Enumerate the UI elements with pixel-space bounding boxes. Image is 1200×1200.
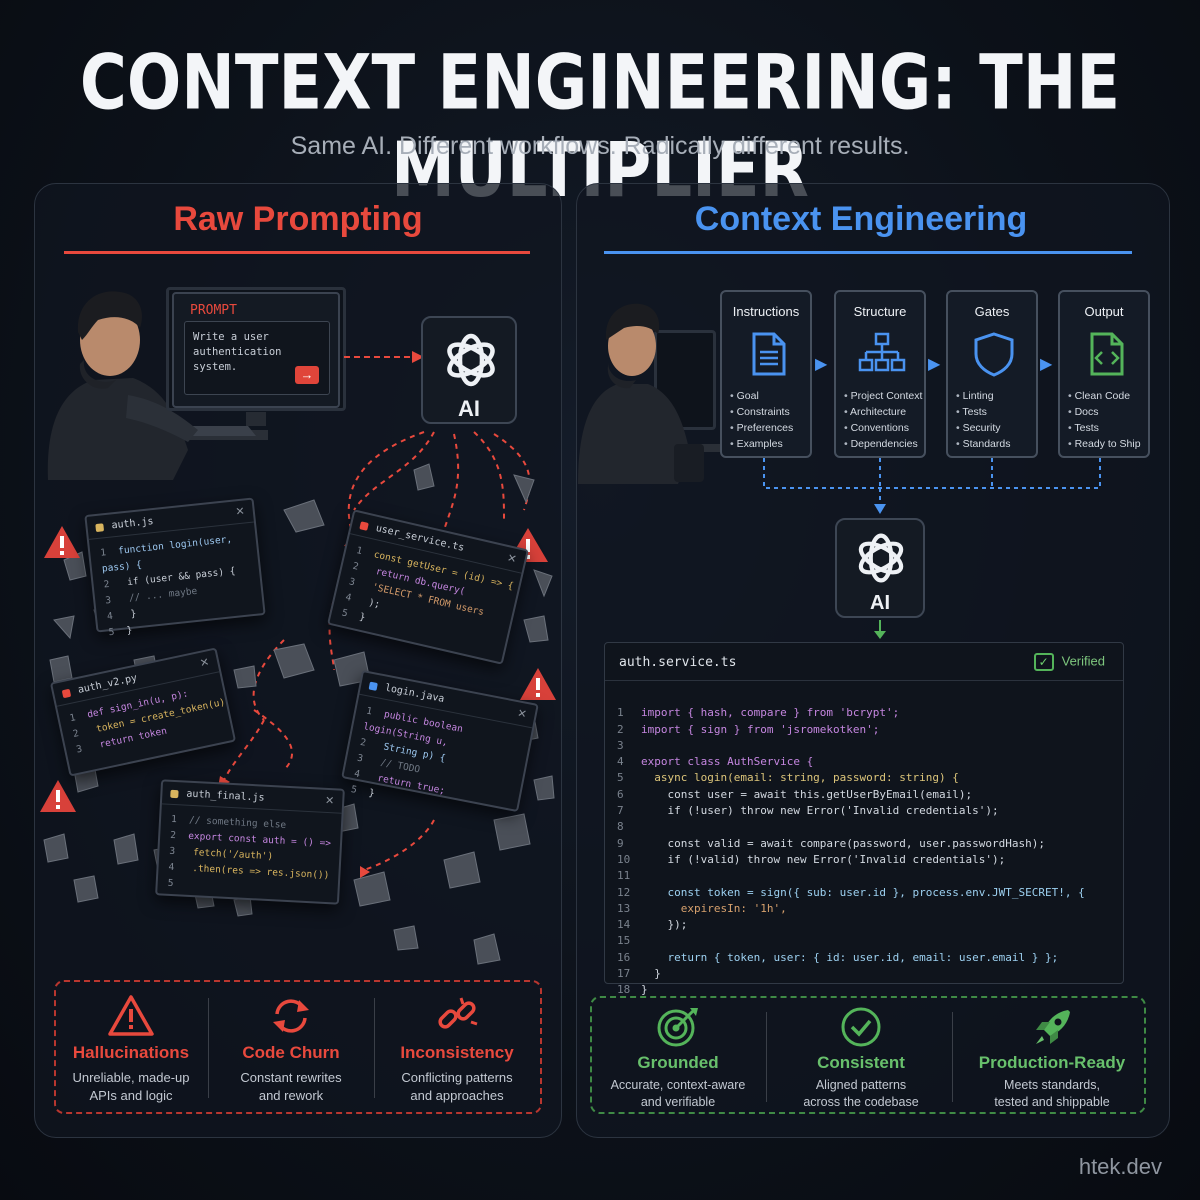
code-filename: auth.service.ts [619,655,737,670]
context-engineering-heading: Context Engineering [694,200,1028,238]
pipeline-arrow: ▶ [928,356,941,373]
card-title: login.java [384,682,446,705]
check-icon: ✓ [1033,653,1054,671]
prompt-label: PROMPT [190,303,237,318]
pipeline-arrow: ▶ [1040,356,1053,373]
file-icon [61,688,72,699]
stage-instructions: Instructions Goal Constraints Preference… [720,290,812,458]
file-icon [170,789,179,799]
page-subtitle: Same AI. Different workflows. Radically … [290,132,910,160]
card-title: auth_v2.py [76,672,139,696]
rocket-icon [1036,1010,1070,1044]
warning-icon [520,668,556,700]
hierarchy-icon [858,332,906,372]
send-button[interactable]: → [295,366,319,384]
ai-logo-icon [447,333,495,387]
verified-badge: ✓Verified [1033,653,1105,671]
close-icon: ✕ [324,794,335,808]
raw-prompting-heading: Raw Prompting [173,200,423,238]
broken-link-icon [438,997,478,1029]
close-icon: ✕ [234,505,246,519]
warning-icon [40,780,76,812]
pipeline-arrow: ▶ [815,356,828,373]
prompt-text: Write a user authentication system. [193,331,282,373]
close-icon: ✕ [198,656,211,670]
check-circle-icon [841,1007,881,1047]
close-icon: ✕ [516,707,528,721]
ai-output-arrow [874,620,886,639]
prompt-arrow [344,351,424,363]
pipeline-connector [763,458,1101,514]
ai-box-right: AI [835,518,925,618]
stage-gates: Gates Linting Tests Security Standards [946,290,1038,458]
context-divider [604,251,1132,254]
warning-icon [44,526,80,558]
ai-label-left: AI [458,396,480,421]
prompt-window: PROMPT Write a user authentication syste… [172,292,340,408]
file-icon [368,681,378,691]
stage-output: Output Clean Code Docs Tests Ready to Sh… [1058,290,1150,458]
developer-person-icon [578,303,728,484]
document-icon [752,332,786,376]
shield-icon [974,332,1014,377]
file-icon [359,521,369,531]
developer-person-icon [47,291,268,480]
target-icon [657,1008,698,1047]
warning-icon [108,995,154,1036]
refresh-icon [273,999,309,1033]
card-title: auth.js [110,516,155,532]
ai-logo-icon [858,533,904,583]
close-icon: ✕ [505,552,518,567]
ai-box-left: AI [421,316,517,424]
watermark: htek.dev [1078,1154,1162,1179]
prompt-input[interactable]: Write a user authentication system. → [184,321,330,395]
ai-label-right: AI [870,592,890,614]
benefit-production-ready: Production-Ready Meets standards,tested … [962,1006,1142,1111]
file-icon [95,523,105,533]
code-file-icon [1090,332,1124,376]
stage-structure: Structure Project Context Architecture C… [834,290,926,458]
page-title: CONTEXT ENGINEERING: THE MULTIPLIER [79,40,1121,215]
card-title: auth_final.js [186,788,265,804]
monitor-stand [246,412,266,426]
raw-divider [64,251,530,254]
